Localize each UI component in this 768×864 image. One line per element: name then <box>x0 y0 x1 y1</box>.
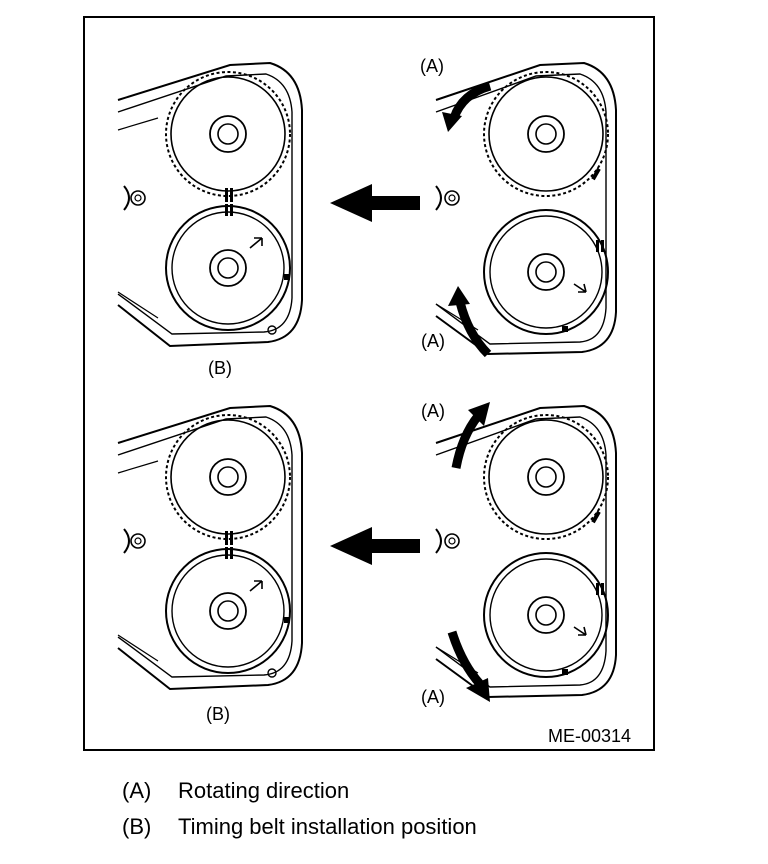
label-b-top: (B) <box>208 358 232 378</box>
figure-frame <box>83 16 655 751</box>
top-transition-arrow <box>330 184 420 222</box>
label-a-top-upper: (A) <box>420 56 444 76</box>
legend-item-rotating-direction: (A) Rotating direction <box>122 778 349 804</box>
rotation-arrow-bottom-lower <box>447 630 490 702</box>
rotation-arrow-top-lower <box>448 286 492 358</box>
legend-item-installation-position: (B) Timing belt installation position <box>122 814 477 840</box>
label-a-bottom-upper: (A) <box>421 401 445 421</box>
label-a-top-lower: (A) <box>421 331 445 351</box>
label-b-bottom: (B) <box>206 704 230 724</box>
legend-key: (B) <box>122 814 152 839</box>
rotation-arrow-top-upper <box>442 81 492 132</box>
legend-key: (A) <box>122 778 152 803</box>
legend-text: Rotating direction <box>178 778 350 803</box>
figure-code: ME-00314 <box>548 726 631 746</box>
label-a-bottom-lower: (A) <box>421 687 445 707</box>
bottom-left-engine <box>117 405 303 690</box>
rotation-arrow-bottom-upper <box>451 402 490 469</box>
bottom-transition-arrow <box>330 527 420 565</box>
top-left-engine <box>117 62 303 347</box>
legend-text: Timing belt installation position <box>178 814 477 839</box>
